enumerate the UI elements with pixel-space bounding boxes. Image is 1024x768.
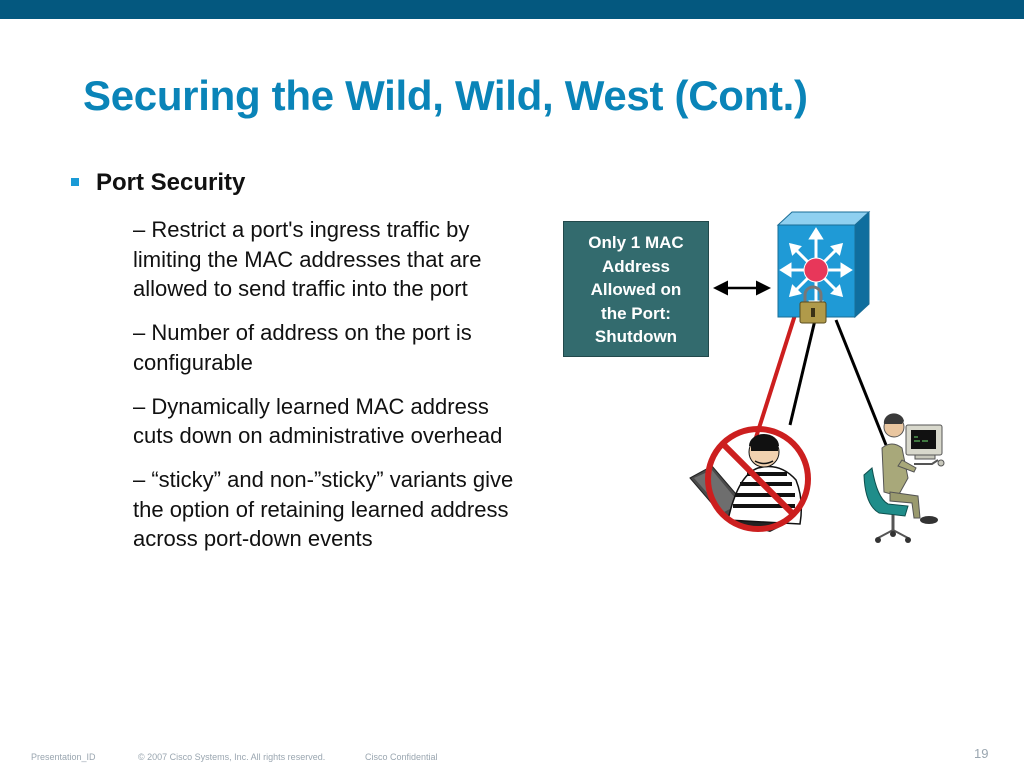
padlock-icon <box>799 285 827 324</box>
sub-bullet-item: – Restrict a port's ingress traffic by l… <box>133 217 482 301</box>
callout-line: Only 1 MAC <box>588 233 684 252</box>
callout-line: the Port: <box>601 303 671 323</box>
sub-bullet-item: – Dynamically learned MAC address cuts d… <box>133 393 503 449</box>
bullet-marker <box>71 178 79 186</box>
slide-title: Securing the Wild, Wild, West (Cont.) <box>83 72 808 119</box>
network-diagram <box>689 210 945 543</box>
sub-bullet-item: – Number of address on the port is confi… <box>133 320 472 375</box>
callout-box: Only 1 MAC Address Allowed on the Port: … <box>563 221 709 357</box>
footer-presentation-id: Presentation_ID <box>31 752 96 762</box>
top-bar <box>0 0 1024 19</box>
sub-bullet-item: – “sticky” and non-”sticky” variants giv… <box>133 467 514 551</box>
callout-line: Allowed on <box>590 280 682 299</box>
sub-bullet-list: – Restrict a port's ingress traffic by l… <box>133 215 533 568</box>
callout-line: Shutdown <box>594 327 678 346</box>
link-switch-to-thief <box>788 319 817 426</box>
multilayer-switch-icon <box>776 210 871 319</box>
prohibited-sign-icon <box>705 426 811 532</box>
footer-confidential: Cisco Confidential <box>365 752 438 762</box>
link-switch-to-user <box>834 319 888 446</box>
page-number: 19 <box>974 746 989 761</box>
user-at-workstation-icon <box>863 413 945 543</box>
callout-line: Address <box>601 256 671 276</box>
bullet-heading: Port Security <box>96 169 246 196</box>
footer-copyright: © 2007 Cisco Systems, Inc. All rights re… <box>138 752 326 762</box>
